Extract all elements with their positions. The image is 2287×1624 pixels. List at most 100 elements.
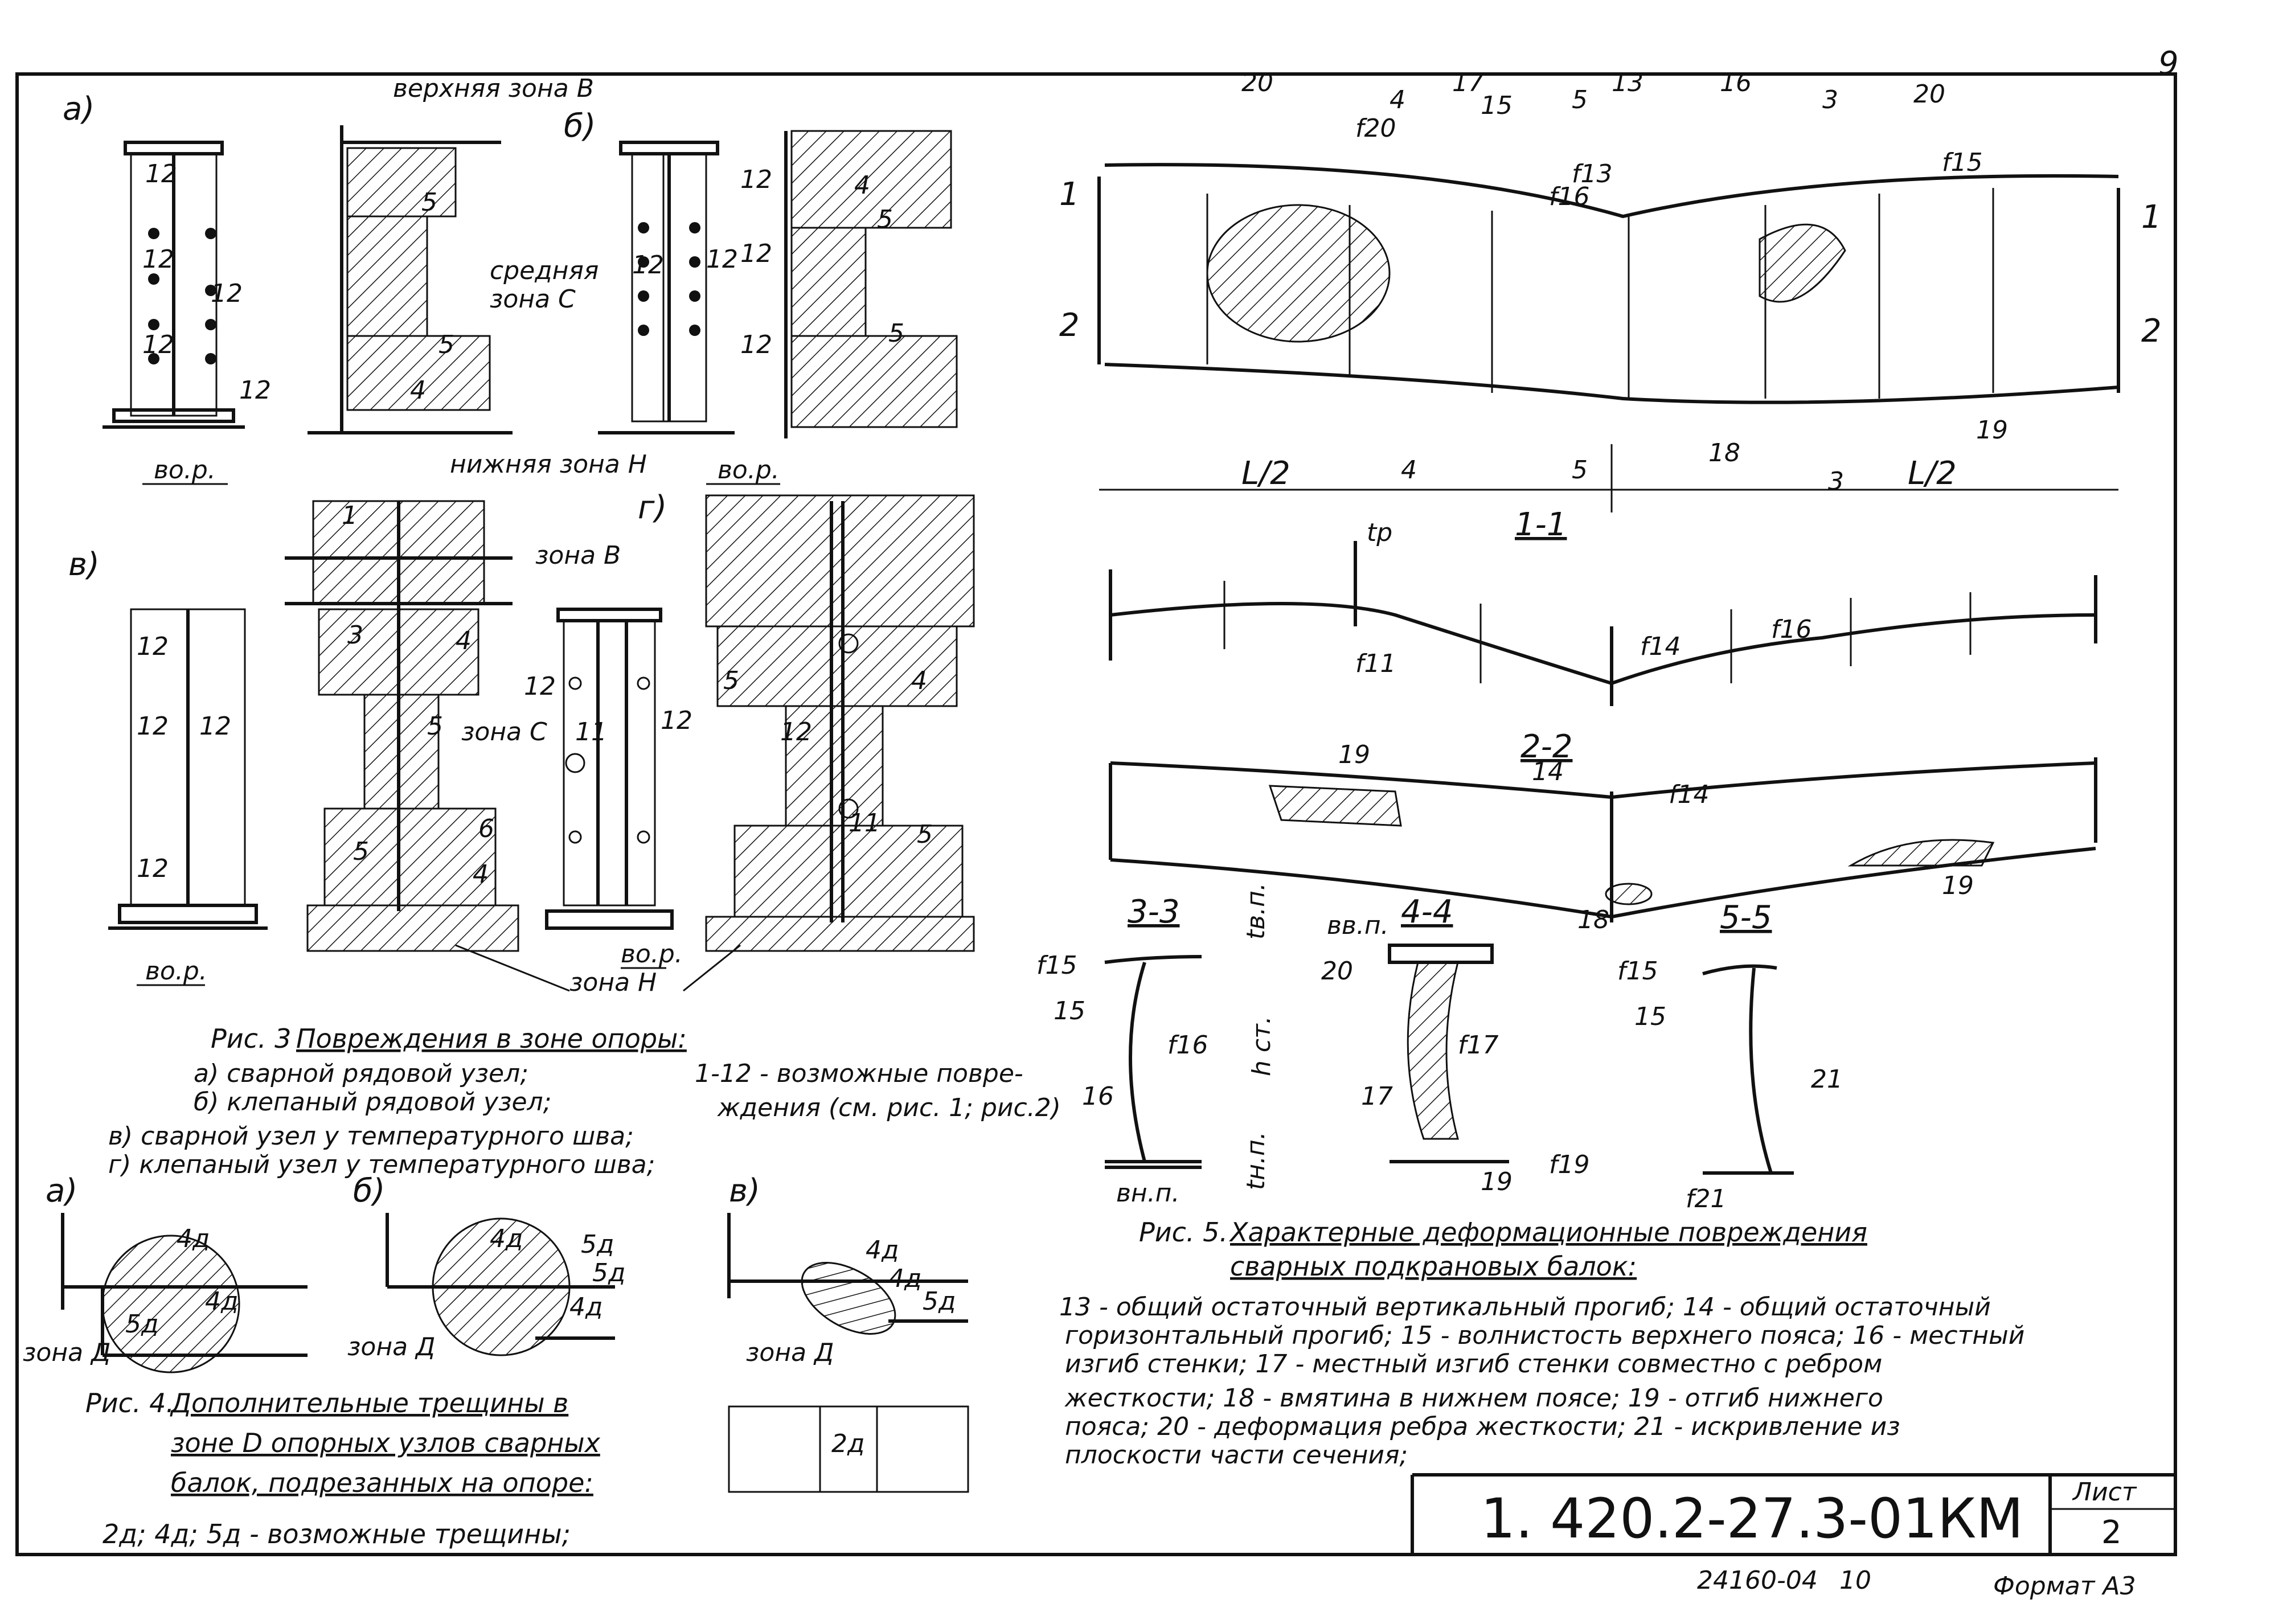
fig3b-column: 12 12 вo.р. (598, 141, 780, 485)
fig3b-mark-12c: 12 (740, 165, 772, 194)
fig5-section-4-label: 4-4 (1401, 893, 1453, 930)
fig3v-column: 12 12 12 12 вo.р. (108, 608, 268, 986)
fig5-b-np: вн.п. (1116, 1179, 1179, 1208)
fig5-section-2-label: 2-2 (1520, 728, 1572, 765)
fig3a-column: 12 12 12 12 12 вo.р. (103, 141, 271, 485)
fig5-f16-b: f16 (1771, 615, 1811, 644)
fig5-cut-3-bottom: 3 (1828, 467, 1844, 496)
fig4v-crack-5d: 5д (923, 1287, 956, 1316)
drawing-code: 1. 420.2-27.3-01КМ (1481, 1487, 2023, 1551)
fig5-mark-16-b: 16 (1082, 1082, 1114, 1111)
title-block: 1. 420.2-27.3-01КМ Лист 2 24160-04 10 Фо… (1411, 1473, 2175, 1601)
fig4v-zone-d: зона Д (746, 1338, 834, 1367)
fig3v-mark-5a: 5 (427, 712, 443, 741)
fig5-mark-19: 19 (1976, 416, 2008, 445)
fig3a-mark-12b: 12 (142, 245, 174, 274)
fig3-zone-bottom: нижняя зона Н (450, 450, 647, 479)
fig5-mark-13: 13 (1612, 68, 1643, 97)
fig3-item-b: б) клепаный рядовой узел; (194, 1088, 552, 1117)
fig5-mark-20a: 20 (1241, 68, 1273, 97)
fig3-panel-g-label: г) (638, 489, 667, 526)
sheet-number: 2 (2101, 1514, 2122, 1551)
fig3g-support-width: вo.р. (621, 940, 683, 969)
fig4-panel-v-label: в) (729, 1172, 760, 1209)
fig5-caption-prefix: Рис. 5. (1139, 1217, 1228, 1248)
fig3-zone-top: верхняя зона В (393, 74, 594, 103)
fig3v-mark-3: 3 (347, 621, 363, 650)
fig4b-crack-5d: 5д (581, 1230, 614, 1259)
fig5-mark-19-c: 19 (1942, 871, 1974, 900)
sheet-label: Лист (2072, 1478, 2137, 1507)
fig3-caption: Рис. 3 Повреждения в зоне опоры: а) свар… (108, 1023, 1061, 1179)
fig3b-mark-12b: 12 (632, 251, 664, 280)
fig3-zones-sketch: верхняя зона В средняя зона С нижняя зон… (308, 74, 647, 479)
fig3v-mark-12b: 12 (137, 712, 169, 741)
fig3-item-g: г) клепаный узел у температурного шва; (108, 1150, 655, 1179)
fig3b-support-width: вo.р. (718, 456, 780, 485)
fig3g-riveted-zones: 5 5 4 11 12 (705, 494, 975, 952)
format-label: Формат А3 (1993, 1572, 2136, 1601)
fig4a-detail: 4д 4д 5д зона Д (23, 1213, 308, 1373)
fig3-caption-prefix: Рис. 3 (211, 1023, 291, 1054)
fig3-note-1: 1-12 - возможные повре- (695, 1059, 1023, 1088)
fig5-section-3-3: 3-3 f15 15 f16 16 вн.п. h ст. tв.п. tн.п… (1036, 883, 1276, 1208)
fig5-section-3-label: 3-3 (1128, 893, 1179, 930)
fig5-mark-19-b: 19 (1338, 740, 1370, 769)
fig5-section-1-label: 1-1 (1515, 506, 1567, 543)
fig4-caption-1: Дополнительные трещины в (170, 1388, 568, 1418)
fig5-section-5-label: 5-5 (1720, 899, 1772, 936)
fig5-cut-5-bottom: 5 (1572, 456, 1588, 485)
fig5-f20: f20 (1355, 114, 1396, 143)
fig3-zone-mid-1: средняя (490, 256, 599, 285)
fig5-tp: tр (1367, 518, 1392, 547)
fig3g-mark-12: 12 (780, 717, 812, 747)
fig5-t-np: tн.п. (1241, 1131, 1270, 1190)
fig4b-crack-4d: 4д (490, 1224, 523, 1253)
fig3v-mark-4: 4 (456, 626, 472, 655)
fig3g-zone-h: зона Н (569, 968, 657, 997)
fig3v-mark-5b: 5 (353, 837, 369, 866)
fig5-f21: f21 (1686, 1184, 1726, 1213)
fig5-f17: f17 (1458, 1031, 1498, 1060)
fig5-mark-17-b: 17 (1361, 1082, 1393, 1111)
fig3v-mark-6: 6 (478, 814, 494, 843)
fig3v-mark-12c: 12 (137, 854, 169, 883)
fig3-panel-a-label: а) (63, 91, 95, 128)
fig5-mark-15: 15 (1481, 91, 1513, 120)
fig5-mark-19-d: 19 (1481, 1167, 1513, 1196)
fig5-section-1-1: 1-1 tр f11 f14 f16 (1109, 506, 2097, 706)
fig5-b-vp: вв.п. (1327, 911, 1389, 940)
fig4-panel-b-label: б) (353, 1172, 385, 1209)
sheet-frame (15, 72, 2177, 1556)
fig5-mark-18: 18 (1708, 438, 1740, 467)
fig3v-mark-4b: 4 (473, 860, 489, 889)
fig5-span-dimension: L/2 L/2 4 5 3 (1099, 444, 2118, 512)
fig3g-mark-12b: 12 (661, 706, 692, 735)
fig3g-column: 12 12 11 вo.р. зона Н (524, 608, 692, 997)
fig3b-mark-12e: 12 (740, 330, 772, 359)
fig5-cut-1-right: 1 (2141, 199, 2162, 236)
fig5-legend-0: 13 - общий остаточный вертикальный проги… (1059, 1293, 1991, 1322)
fig4a-zone-d: зона Д (23, 1338, 110, 1367)
fig3a-mark-12e: 12 (239, 376, 271, 405)
fig3-item-a: а) сварной рядовой узел; (194, 1059, 528, 1088)
fig4b-zone-d: зона Д (347, 1332, 435, 1361)
fig3g-mark-11: 11 (575, 717, 607, 747)
fig3-zone-mid-2: зона С (490, 285, 576, 314)
fig5-half-span-left: L/2 (1241, 455, 1290, 492)
fig5-mark-14: 14 (1532, 757, 1564, 786)
fig5-f15-c: f15 (1617, 957, 1658, 986)
fig3v-support-width: вo.р. (145, 957, 207, 986)
inventory-number: 24160-04 (1697, 1566, 1818, 1595)
fig3b-mark-5a: 5 (877, 205, 893, 234)
fig5-deformations: 20 17 15 13 16 20 f20 f16 f13 f15 4 5 3 … (1036, 68, 2162, 1470)
fig5-cut-1-left: 1 (1059, 176, 1080, 213)
fig3-mark-5b: 5 (438, 330, 454, 359)
fig4v-crack-4d: 4д (866, 1236, 899, 1265)
fig5-legend-3: жесткости; 18 - вмятина в нижнем поясе; … (1064, 1384, 1883, 1413)
fig4v-crack-2d: 2д (831, 1429, 864, 1458)
fig3-item-v: в) сварной узел у температурного шва; (108, 1122, 634, 1151)
fig5-f13: f13 (1572, 159, 1612, 188)
fig5-f16: f16 (1549, 182, 1589, 211)
fig5-h-st: h ст. (1247, 1016, 1276, 1076)
